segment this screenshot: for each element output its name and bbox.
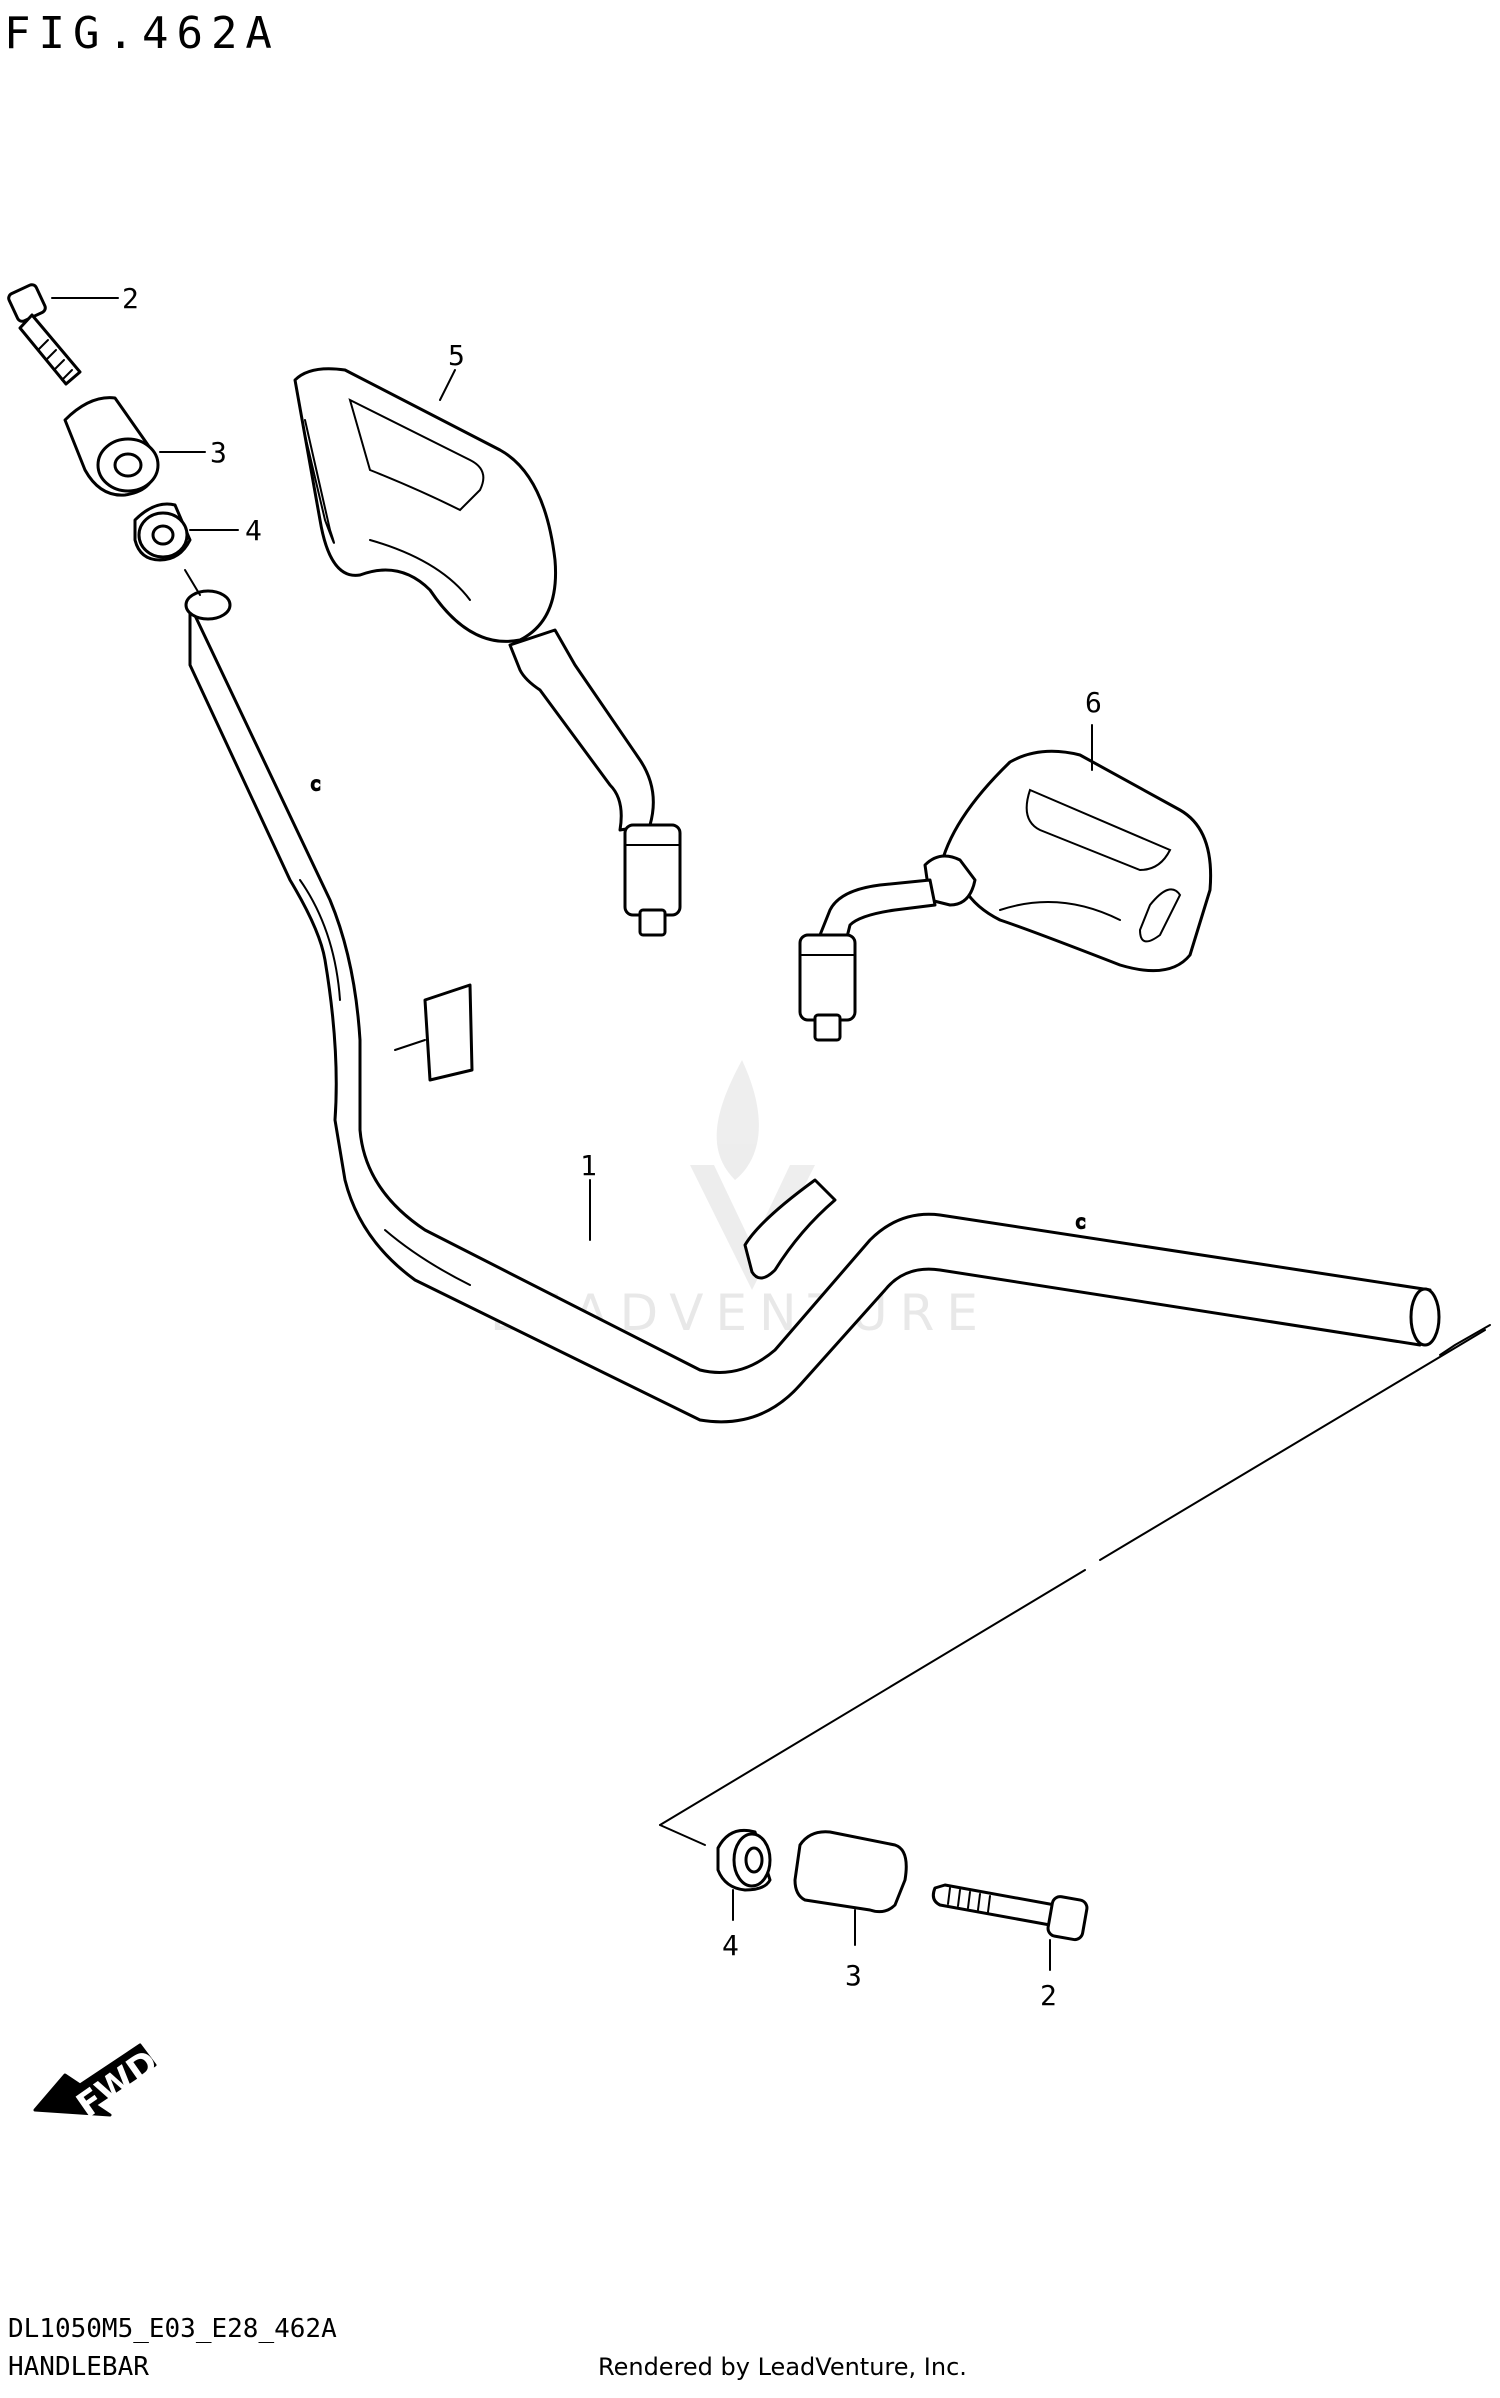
mirror-right-part[interactable] (798, 749, 1213, 1042)
fwd-arrow-icon: FWD (33, 2042, 165, 2126)
balancer-top-part[interactable] (63, 396, 160, 497)
leader-lines (51, 297, 1093, 1971)
bolt-bottom-part[interactable] (931, 1883, 1089, 1942)
callout-2-bottom[interactable]: 2 (1040, 1979, 1057, 2012)
mark-c-right: c (1075, 1212, 1086, 1233)
collar-bottom-part[interactable] (716, 1828, 772, 1892)
callout-3-top[interactable]: 3 (210, 436, 227, 469)
render-credit: Rendered by LeadVenture, Inc. (598, 2353, 967, 2381)
handlebar-part[interactable]: c c (184, 569, 1441, 1424)
callout-4-top[interactable]: 4 (245, 514, 262, 547)
fwd-label: FWD (69, 2042, 165, 2126)
model-code: DL1050M5_E03_E28_462A (8, 2314, 337, 2344)
figure-title: FIG.462A (4, 8, 280, 59)
section-name: HANDLEBAR (8, 2352, 149, 2382)
collar-top-part[interactable] (133, 502, 192, 562)
callout-4-bottom[interactable]: 4 (722, 1929, 739, 1962)
assembly-guide-lines (659, 1324, 1491, 1846)
callout-3-bottom[interactable]: 3 (845, 1959, 862, 1992)
callout-1[interactable]: 1 (580, 1149, 597, 1182)
balancer-bottom-part[interactable] (793, 1830, 908, 1914)
callout-2-top[interactable]: 2 (122, 282, 139, 315)
bolt-top-part[interactable] (7, 283, 82, 386)
callout-5[interactable]: 5 (448, 339, 465, 372)
callout-6[interactable]: 6 (1085, 686, 1102, 719)
mirror-left-part[interactable] (293, 367, 682, 937)
mark-c-left: c (310, 774, 321, 795)
